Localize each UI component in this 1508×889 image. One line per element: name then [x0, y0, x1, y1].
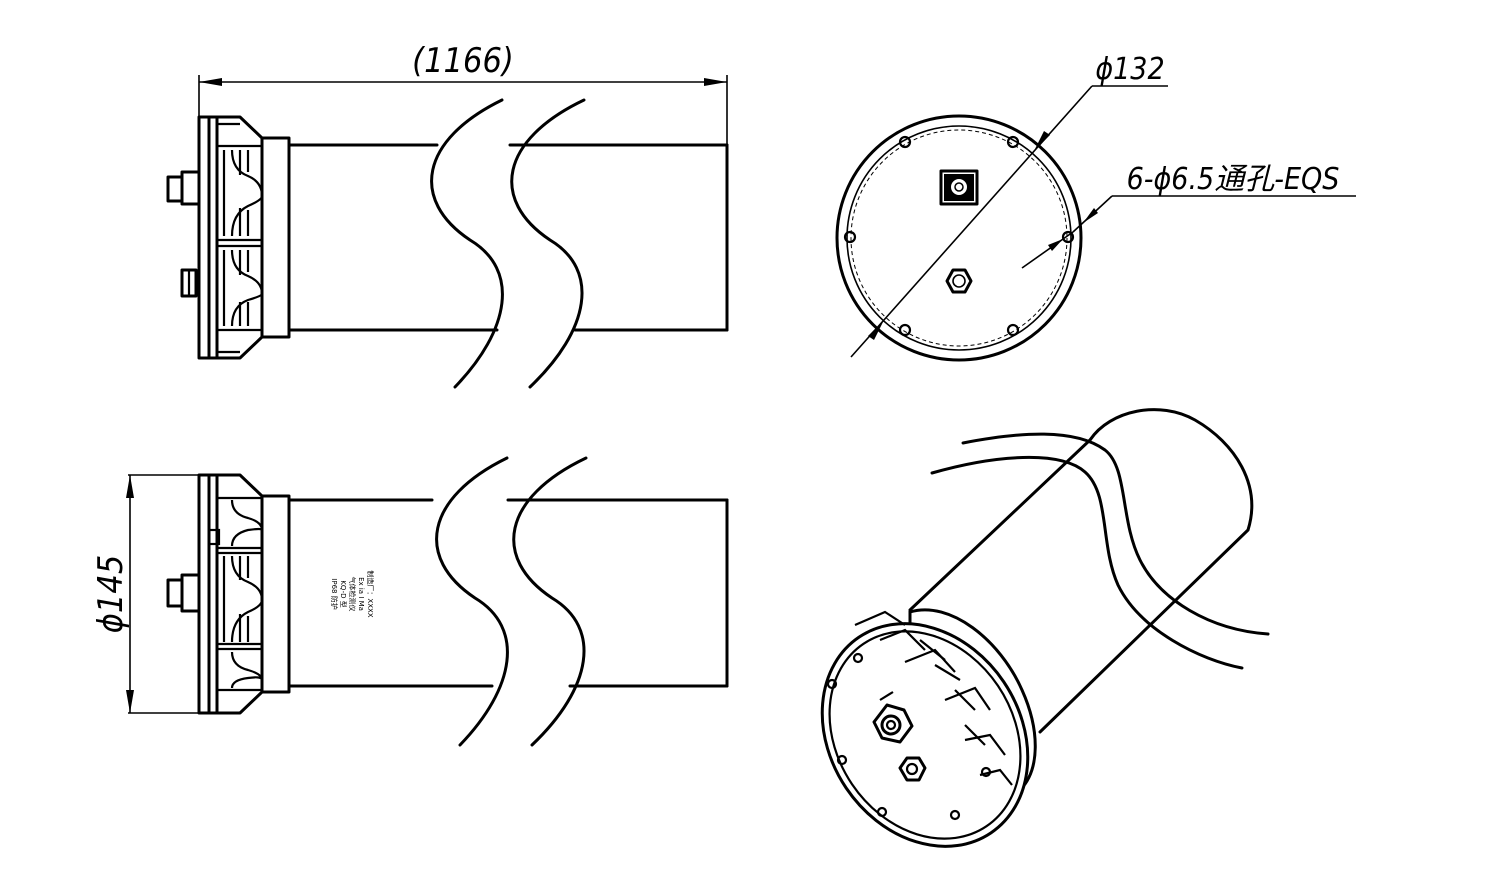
nameplate-line-2: KQ-D 型 — [339, 580, 348, 607]
side-view: ϕ145 — [91, 456, 729, 747]
length-dimension-label: (1166) — [412, 41, 514, 81]
nameplate-line-1: 气体检测仪 — [348, 577, 357, 612]
nameplate-line-5: 制造厂：XXXX — [366, 570, 375, 617]
isometric-view — [820, 408, 1270, 848]
tube-body — [287, 98, 729, 389]
end-cap-flange — [166, 115, 291, 360]
body-diameter-dimension: ϕ145 — [91, 474, 205, 714]
length-dimension: (1166) — [198, 41, 728, 145]
bolt-holes — [843, 135, 1075, 337]
iso-flange — [820, 608, 1037, 848]
nameplate-line-3: IP68 防护 — [330, 578, 339, 609]
nameplate-line-4: Ex ia I Ma — [357, 577, 365, 611]
bolt-circle-label: ϕ132 — [1095, 52, 1164, 87]
holes-note-label: 6-ϕ6.5通孔-EQS — [1127, 162, 1340, 197]
bolt-circle-dimension: ϕ132 — [850, 52, 1168, 358]
side-flange — [166, 473, 291, 715]
end-view: ϕ132 6-ϕ6.5通孔-EQS — [835, 52, 1356, 362]
front-view: (1166) — [166, 41, 729, 389]
side-tube — [287, 456, 729, 747]
body-diameter-label: ϕ145 — [91, 555, 131, 634]
holes-note: 6-ϕ6.5通孔-EQS — [1021, 162, 1356, 269]
nameplate: 气体检测仪 KQ-D 型 IP68 防护 Ex ia I Ma 制造厂：XXXX — [330, 570, 375, 617]
